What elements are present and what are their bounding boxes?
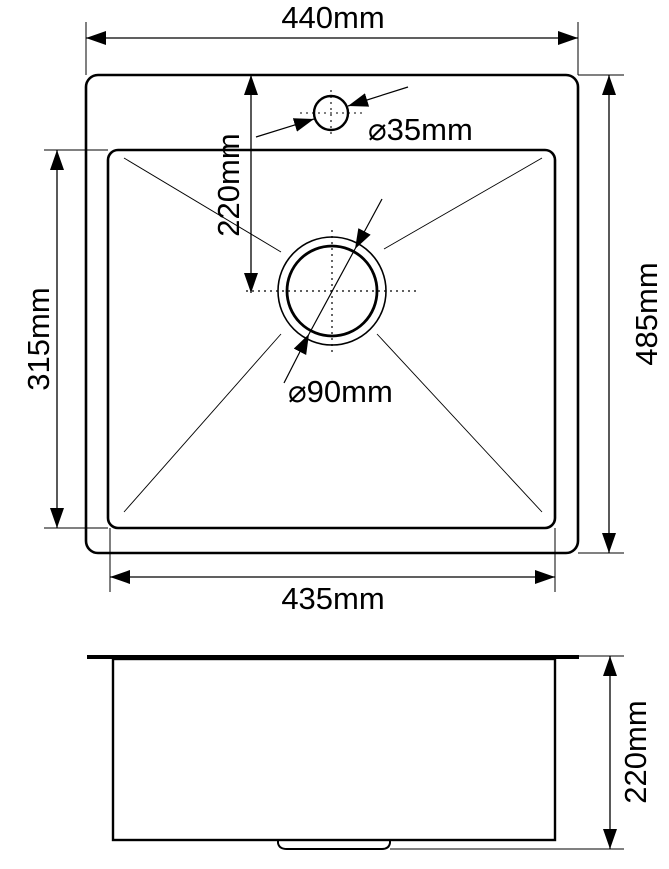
side-deck-plate [87,655,579,659]
dimension-faucet-hole: ⌀35mm [255,86,473,147]
side-bowl-body [111,657,557,842]
side-view: 220mm [87,655,653,850]
side-drain-outlet [277,840,391,850]
dimension-drain-diameter: ⌀90mm [283,198,393,409]
faucet-hole-label: ⌀35mm [368,112,473,147]
dimension-overall-width: 440mm [85,0,579,75]
bowl-slope-lines [123,157,543,513]
drain-diameter-label: ⌀90mm [288,374,393,409]
bowl-length-label: 315mm [21,287,56,390]
bowl-outline [106,148,557,530]
dimension-drain-offset: 220mm [211,75,258,293]
drain-icon [246,230,420,356]
overall-length-label: 485mm [629,262,664,365]
faucet-hole-icon [300,90,364,138]
dimension-overall-length: 485mm [578,74,664,554]
dimension-depth: 220mm [390,655,653,850]
sink-outer-outline [84,73,580,555]
depth-label: 220mm [618,700,653,803]
dimension-bowl-length: 315mm [21,149,108,529]
drain-offset-label: 220mm [211,133,246,236]
dimension-bowl-width: 435mm [109,528,556,616]
top-view: 440mm 485mm 315mm 435mm 220mm [21,0,664,616]
bowl-width-label: 435mm [281,581,384,616]
overall-width-label: 440mm [281,0,384,35]
